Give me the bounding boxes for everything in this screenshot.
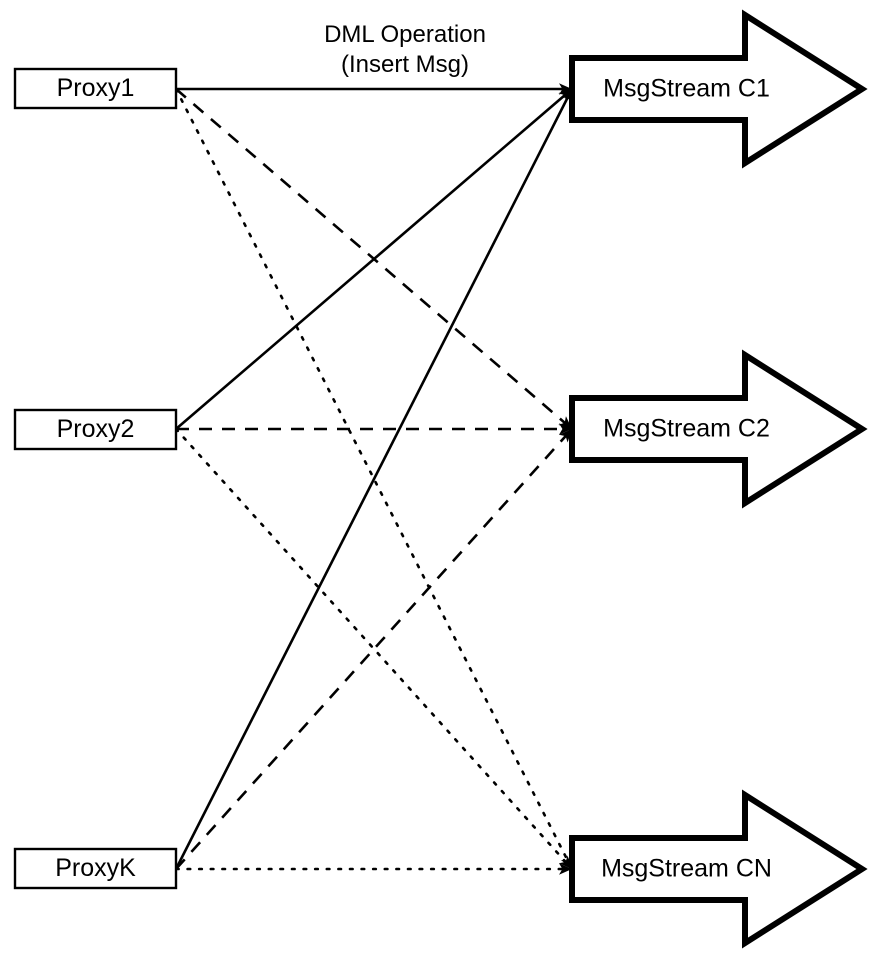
msgstream-label-stream_c2: MsgStream C2	[603, 415, 770, 443]
proxy-node-proxyk[interactable]: ProxyK	[13, 847, 178, 890]
proxy-box-proxy1[interactable]	[13, 67, 178, 110]
msgstream-arrow-stream_cn[interactable]	[569, 789, 868, 949]
edges-layer	[174, 83, 574, 875]
msgstream-node-stream_cn[interactable]: MsgStream CN	[569, 789, 868, 949]
edge-proxyk-to-stream_c1	[174, 88, 574, 870]
proxy-label-proxy2: Proxy2	[57, 415, 135, 443]
streams-layer: MsgStream C1 MsgStream C2 MsgStream CN	[569, 9, 868, 949]
edge-proxyk-to-stream_c2	[175, 428, 573, 870]
proxy-label-proxyk: ProxyK	[55, 854, 136, 882]
proxy-box-proxyk[interactable]	[13, 847, 178, 890]
proxy-node-proxy1[interactable]: Proxy1	[13, 67, 178, 110]
proxy-box-proxy2[interactable]	[13, 408, 178, 451]
proxy-node-proxy2[interactable]: Proxy2	[13, 408, 178, 451]
edge-proxy2-to-stream_cn	[174, 427, 574, 871]
edge-label-dml-operation: DML Operation (Insert Msg)	[324, 21, 486, 78]
edge-label-line-1: DML Operation	[324, 21, 486, 48]
msgstream-label-stream_c1: MsgStream C1	[603, 75, 770, 103]
edge-label-line-2: (Insert Msg)	[341, 51, 469, 78]
msgstream-node-stream_c2[interactable]: MsgStream C2	[569, 349, 868, 509]
msgstream-arrow-stream_c1[interactable]	[569, 9, 868, 169]
proxy-label-proxy1: Proxy1	[57, 74, 135, 102]
msgstream-label-stream_cn: MsgStream CN	[601, 855, 772, 883]
msgstream-node-stream_c1[interactable]: MsgStream C1	[569, 9, 868, 169]
msgstream-arrow-stream_c2[interactable]	[569, 349, 868, 509]
edge-proxy2-to-stream_c1	[175, 88, 573, 430]
